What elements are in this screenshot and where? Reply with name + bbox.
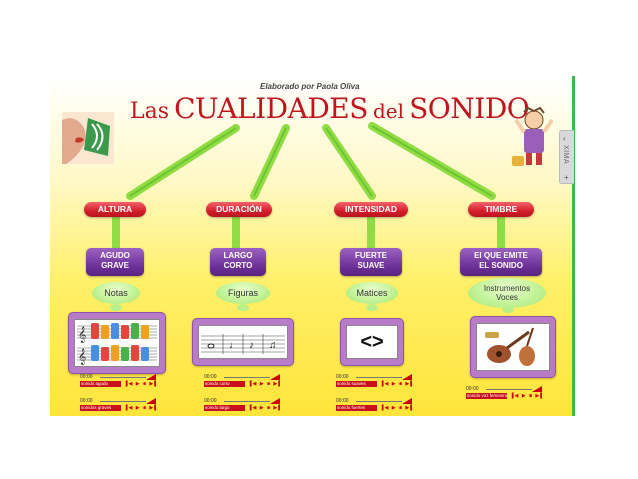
sidebar-tab-label: XIMA: [562, 145, 569, 165]
bubble-tail: [366, 304, 378, 311]
svg-text:♪: ♪: [249, 340, 254, 351]
svg-text:𝄞: 𝄞: [78, 349, 86, 365]
value-agudo: AGUDO: [100, 251, 130, 260]
concept-map-canvas: Elaborado por Paola Oliva Las CUALIDADES…: [50, 76, 574, 416]
volume-icon[interactable]: [146, 398, 156, 404]
player-controls-icon[interactable]: ▐◀ ▶ ■ ▶▌: [380, 405, 415, 411]
sidebar-toggle-tab[interactable]: ‹ XIMA +: [559, 130, 574, 184]
bubble-tail: [237, 304, 249, 311]
bubble-instrumentos-voces[interactable]: Instrumentos Voces: [468, 278, 546, 308]
value-largo: LARGO: [223, 251, 253, 260]
card-notes-image[interactable]: 𝄞 𝄞: [68, 312, 166, 374]
player-track[interactable]: [356, 401, 402, 402]
person-speaking-image: [62, 112, 114, 164]
player-controls-icon[interactable]: ▐◀ ▶ ■ ▶▌: [124, 405, 159, 411]
svg-text:𝄞: 𝄞: [78, 327, 86, 343]
bubble-matices[interactable]: Matices: [346, 282, 398, 304]
audio-player-agudo[interactable]: 00:00 sonido agudo ▐◀ ▶ ■ ▶▌: [80, 374, 170, 388]
player-label: sonidos graves: [80, 405, 121, 411]
category-intensidad[interactable]: INTENSIDAD: [334, 202, 408, 217]
music-notes-image: 𝄞 𝄞: [77, 323, 157, 365]
player-controls-icon[interactable]: ▐◀ ▶ ■ ▶▌: [124, 381, 159, 387]
volume-icon[interactable]: [532, 386, 542, 392]
player-controls-icon[interactable]: ▐◀ ▶ ■ ▶▌: [380, 381, 415, 387]
value-corto: CORTO: [223, 261, 253, 270]
title-word-cualidades: CUALIDADES: [174, 92, 368, 125]
player-label: sonido largo: [204, 405, 245, 411]
bubble-notas[interactable]: Notas: [92, 282, 140, 304]
player-time: 00:00: [204, 398, 217, 404]
connector-lines: [112, 122, 505, 252]
author-credit: Elaborado por Paola Oliva: [260, 82, 360, 91]
bubble-tail: [110, 304, 122, 311]
note-figures-image: ♩ ♪ ♫: [201, 334, 285, 354]
bubble-line-voces: Voces: [496, 293, 518, 302]
instruments-image: [485, 327, 535, 366]
volume-icon[interactable]: [402, 374, 412, 380]
svg-text:♫: ♫: [269, 340, 277, 351]
player-track[interactable]: [100, 377, 146, 378]
audio-player-graves[interactable]: 00:00 sonidos graves ▐◀ ▶ ■ ▶▌: [80, 398, 170, 412]
player-controls-icon[interactable]: ▐◀ ▶ ■ ▶▌: [248, 405, 283, 411]
player-track[interactable]: [100, 401, 146, 402]
player-controls-icon[interactable]: ▐◀ ▶ ■ ▶▌: [248, 381, 283, 387]
value-suave: SUAVE: [357, 261, 385, 270]
player-track[interactable]: [224, 377, 270, 378]
category-altura[interactable]: ALTURA: [84, 202, 146, 217]
audio-player-corto[interactable]: 00:00 sonido corto ▐◀ ▶ ■ ▶▌: [204, 374, 294, 388]
volume-icon[interactable]: [270, 398, 280, 404]
person-covering-ears-image: [512, 106, 554, 166]
bubble-figuras[interactable]: Figuras: [216, 282, 270, 304]
player-controls-icon[interactable]: ▐◀ ▶ ■ ▶▌: [510, 393, 545, 399]
player-time: 00:00: [80, 374, 93, 380]
player-track[interactable]: [224, 401, 270, 402]
value-fuerte: FUERTE: [355, 251, 387, 260]
card-dynamics-image[interactable]: <>: [340, 318, 404, 366]
values-intensidad[interactable]: FUERTE SUAVE: [340, 248, 402, 276]
category-duracion[interactable]: DURACIÓN: [206, 202, 272, 217]
bubble-line-instrumentos: Instrumentos: [483, 284, 531, 293]
bubble-tail: [502, 306, 514, 313]
plus-icon: +: [564, 173, 569, 182]
dynamics-symbol: <>: [346, 325, 398, 359]
player-time: 00:00: [336, 374, 349, 380]
player-label: sonido voz femenina: [466, 393, 507, 399]
value-el-que-emite: El QUE EMITE: [474, 251, 528, 260]
audio-player-voz-femenina[interactable]: 00:00 sonido voz femenina ▐◀ ▶ ■ ▶▌: [466, 386, 556, 400]
player-label: sonido suaves: [336, 381, 377, 387]
values-duracion[interactable]: LARGO CORTO: [210, 248, 266, 276]
player-time: 00:00: [80, 398, 93, 404]
svg-text:♩: ♩: [229, 340, 239, 351]
player-time: 00:00: [204, 374, 217, 380]
title-word-sonido: SONIDO: [409, 92, 530, 125]
volume-icon[interactable]: [402, 398, 412, 404]
audio-player-largo[interactable]: 00:00 sonido largo ▐◀ ▶ ■ ▶▌: [204, 398, 294, 412]
value-grave: GRAVE: [101, 261, 129, 270]
values-timbre[interactable]: El QUE EMITE EL SONIDO: [460, 248, 542, 276]
card-figures-image[interactable]: ♩ ♪ ♫: [192, 318, 294, 366]
page-title: Las CUALIDADES del SONIDO: [130, 92, 530, 125]
player-label: sonido corto: [204, 381, 245, 387]
category-timbre[interactable]: TIMBRE: [468, 202, 534, 217]
player-time: 00:00: [466, 386, 479, 392]
audio-player-suaves[interactable]: 00:00 sonido suaves ▐◀ ▶ ■ ▶▌: [336, 374, 426, 388]
audio-player-fuertes[interactable]: 00:00 sonido fuertes ▐◀ ▶ ■ ▶▌: [336, 398, 426, 412]
value-el-sonido: EL SONIDO: [479, 261, 523, 270]
values-altura[interactable]: AGUDO GRAVE: [86, 248, 144, 276]
title-word-las: Las: [130, 99, 170, 124]
player-time: 00:00: [336, 398, 349, 404]
volume-icon[interactable]: [146, 374, 156, 380]
title-word-del: del: [372, 99, 405, 123]
player-label: sonido agudo: [80, 381, 121, 387]
player-track[interactable]: [356, 377, 402, 378]
volume-icon[interactable]: [270, 374, 280, 380]
player-label: sonido fuertes: [336, 405, 377, 411]
chevron-left-icon: ‹: [563, 134, 566, 143]
card-instruments-image[interactable]: [470, 316, 556, 378]
player-track[interactable]: [486, 389, 532, 390]
right-border: [572, 76, 575, 416]
